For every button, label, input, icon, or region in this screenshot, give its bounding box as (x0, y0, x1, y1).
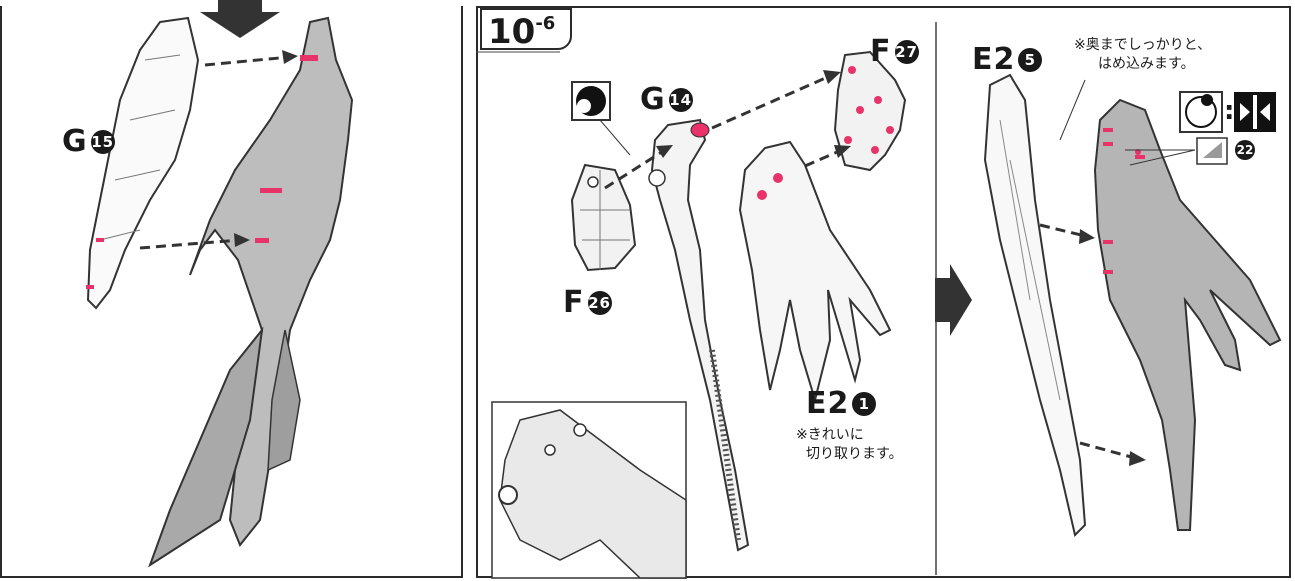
note-cut-line1: ※きれいに (796, 427, 864, 443)
note-insert-line1: ※奥までしっかりと、 (1074, 37, 1212, 53)
part-e2-1 (738, 140, 892, 404)
part-assembled-wing (1093, 98, 1282, 531)
part-g15 (86, 16, 200, 310)
label-g15-letter: G (62, 124, 88, 159)
label-g15-number: 15 (90, 130, 115, 154)
label-g14-number: 14 (668, 88, 693, 112)
label-seal-22-number: 22 (1235, 140, 1255, 160)
step-main: 10 (488, 12, 536, 52)
label-e2-5-letter: E2 (972, 42, 1016, 77)
label-seal-22: 22 (1232, 140, 1255, 162)
label-f27-letter: F (870, 34, 892, 69)
label-e2-1-letter: E2 (806, 386, 850, 421)
label-e2-5-number: 5 (1018, 48, 1043, 72)
note-insert-fully: ※奥までしっかりと、 はめ込みます。 (1074, 36, 1211, 74)
part-e2-5 (983, 73, 1087, 537)
label-e2-1-number: 1 (852, 392, 877, 416)
part-f27 (833, 50, 907, 172)
label-f26-number: 26 (587, 291, 612, 315)
part-large-wing (189, 16, 354, 547)
label-f27-number: 27 (894, 40, 919, 64)
part-f26 (570, 163, 637, 272)
step-number: 10-6 (488, 12, 555, 52)
note-cut-line2: 切り取ります。 (806, 446, 903, 462)
label-f26-letter: F (563, 285, 585, 320)
part-g14 (650, 118, 750, 552)
step-sub: -6 (535, 13, 556, 34)
icon-separator: : (1224, 96, 1235, 126)
down-arrow-icon (200, 0, 280, 38)
step-number-box: 10-6 (480, 8, 572, 52)
label-g14-letter: G (640, 82, 666, 117)
note-cut-cleanly: ※きれいに 切り取ります。 (796, 426, 903, 464)
next-step-arrow-icon (935, 264, 972, 336)
note-insert-line2: はめ込みます。 (1098, 56, 1195, 72)
